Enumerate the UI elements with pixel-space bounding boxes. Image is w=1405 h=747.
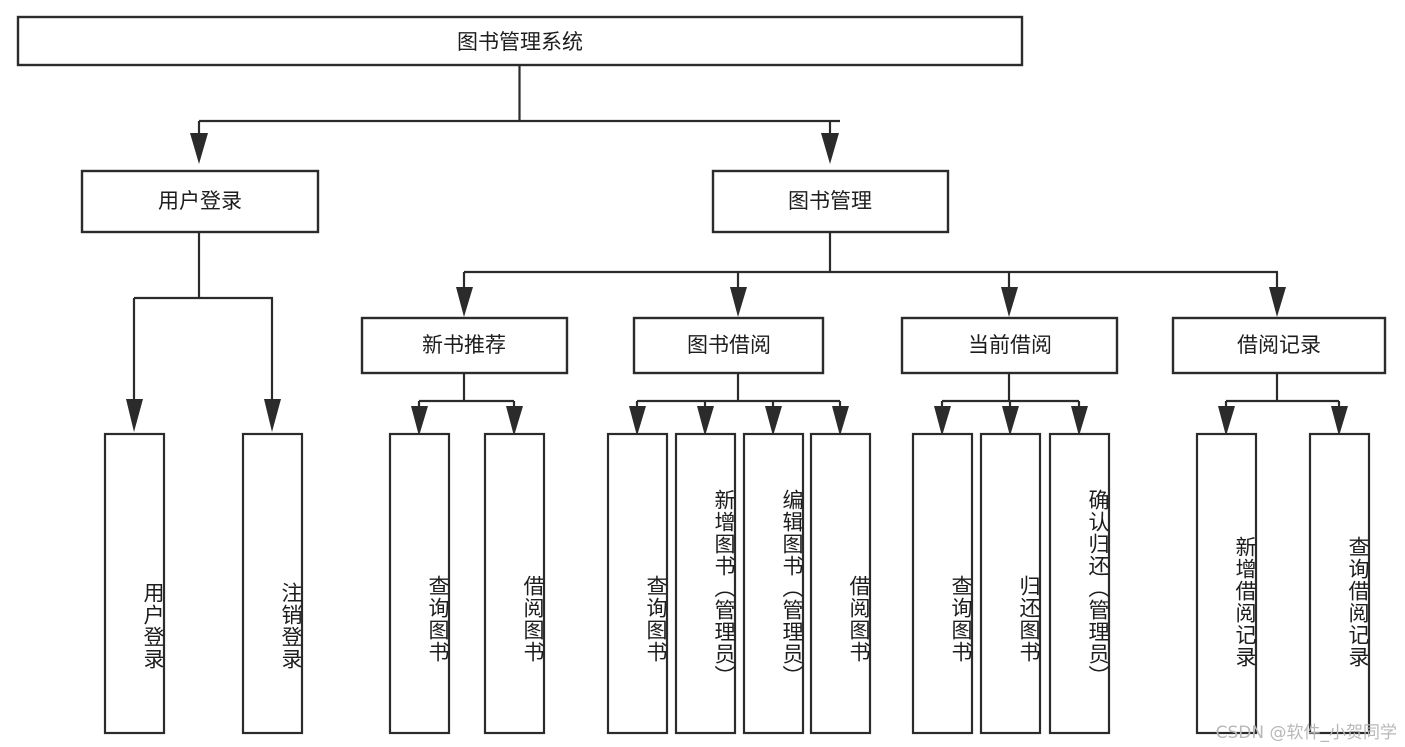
arrowhead-book-mgmt — [821, 133, 839, 164]
arrowhead-current-borrow — [1001, 287, 1018, 317]
node-borrow-record-box[interactable] — [1171, 316, 1387, 375]
arrowhead-leaf-query-book-a — [411, 406, 428, 436]
connector-group-user-login — [126, 233, 281, 432]
leaf-box-edit-book[interactable] — [742, 432, 805, 735]
connector-group-current-borrow — [934, 374, 1088, 436]
arrowhead-leaf-confirm-return — [1071, 406, 1088, 436]
node-book-management[interactable]: 图书管理 — [711, 169, 950, 234]
node-root-box[interactable] — [16, 15, 1024, 67]
leaf-box-query-book-a[interactable] — [388, 432, 451, 735]
arrowhead-leaf-return-book — [1002, 406, 1019, 436]
arrowhead-leaf-query-book-c — [934, 406, 951, 436]
leaf-box-return-book[interactable] — [979, 432, 1042, 735]
connector-group-new-book-rec — [411, 374, 523, 436]
arrowhead-book-borrow — [730, 287, 747, 317]
arrowhead-new-book-rec — [456, 287, 473, 317]
arrowhead-leaf-add-record — [1218, 406, 1235, 436]
arrowhead-leaf-user-login — [126, 399, 143, 432]
node-new-book-recommend-box[interactable] — [360, 316, 569, 375]
leaf-box-query-book-c[interactable] — [911, 432, 974, 735]
leaf-box-add-book[interactable] — [674, 432, 737, 735]
node-book-management-box[interactable] — [711, 169, 950, 234]
leaf-box-user-login[interactable] — [103, 432, 166, 735]
leaf-box-query-record[interactable] — [1308, 432, 1371, 735]
node-book-borrow[interactable]: 图书借阅 — [632, 316, 825, 375]
node-root[interactable]: 图书管理系统 — [16, 15, 1024, 67]
leaf-box-query-book-b[interactable] — [606, 432, 669, 735]
leaf-box-borrow-book-b[interactable] — [809, 432, 872, 735]
arrowhead-leaf-edit-book — [765, 406, 782, 436]
node-new-book-recommend[interactable]: 新书推荐 — [360, 316, 569, 375]
arrowhead-leaf-logout — [264, 399, 281, 432]
connector-group-borrow-record — [1218, 374, 1348, 436]
node-book-management-label: 图书管理 — [788, 189, 872, 213]
node-current-borrow-label: 当前借阅 — [968, 333, 1052, 357]
node-root-label: 图书管理系统 — [457, 30, 583, 54]
node-user-login[interactable]: 用户登录 — [80, 169, 320, 234]
node-borrow-record[interactable]: 借阅记录 — [1171, 316, 1387, 375]
arrowhead-leaf-query-book-b — [629, 406, 646, 436]
arrowhead-leaf-query-record — [1331, 406, 1348, 436]
leaf-box-logout[interactable] — [241, 432, 304, 735]
node-book-borrow-box[interactable] — [632, 316, 825, 375]
node-book-borrow-label: 图书借阅 — [687, 333, 771, 357]
node-current-borrow[interactable]: 当前借阅 — [900, 316, 1119, 375]
node-current-borrow-box[interactable] — [900, 316, 1119, 375]
arrowhead-borrow-record — [1269, 287, 1286, 317]
node-borrow-record-label: 借阅记录 — [1237, 333, 1321, 357]
leaf-box-borrow-book-a[interactable] — [483, 432, 546, 735]
node-user-login-box[interactable] — [80, 169, 320, 234]
connector-group-book-mgmt — [456, 233, 1286, 317]
arrowhead-leaf-borrow-book-b — [832, 406, 849, 436]
leaf-box-add-record[interactable] — [1195, 432, 1258, 735]
connector-group-root — [190, 66, 840, 164]
leaf-box-confirm-return[interactable] — [1048, 432, 1111, 735]
node-new-book-recommend-label: 新书推荐 — [422, 333, 506, 357]
arrowhead-user-login — [190, 133, 208, 164]
connector-group-book-borrow — [629, 374, 849, 436]
arrowhead-leaf-add-book — [697, 406, 714, 436]
arrowhead-leaf-borrow-book-a — [506, 406, 523, 436]
node-user-login-label: 用户登录 — [158, 189, 242, 213]
